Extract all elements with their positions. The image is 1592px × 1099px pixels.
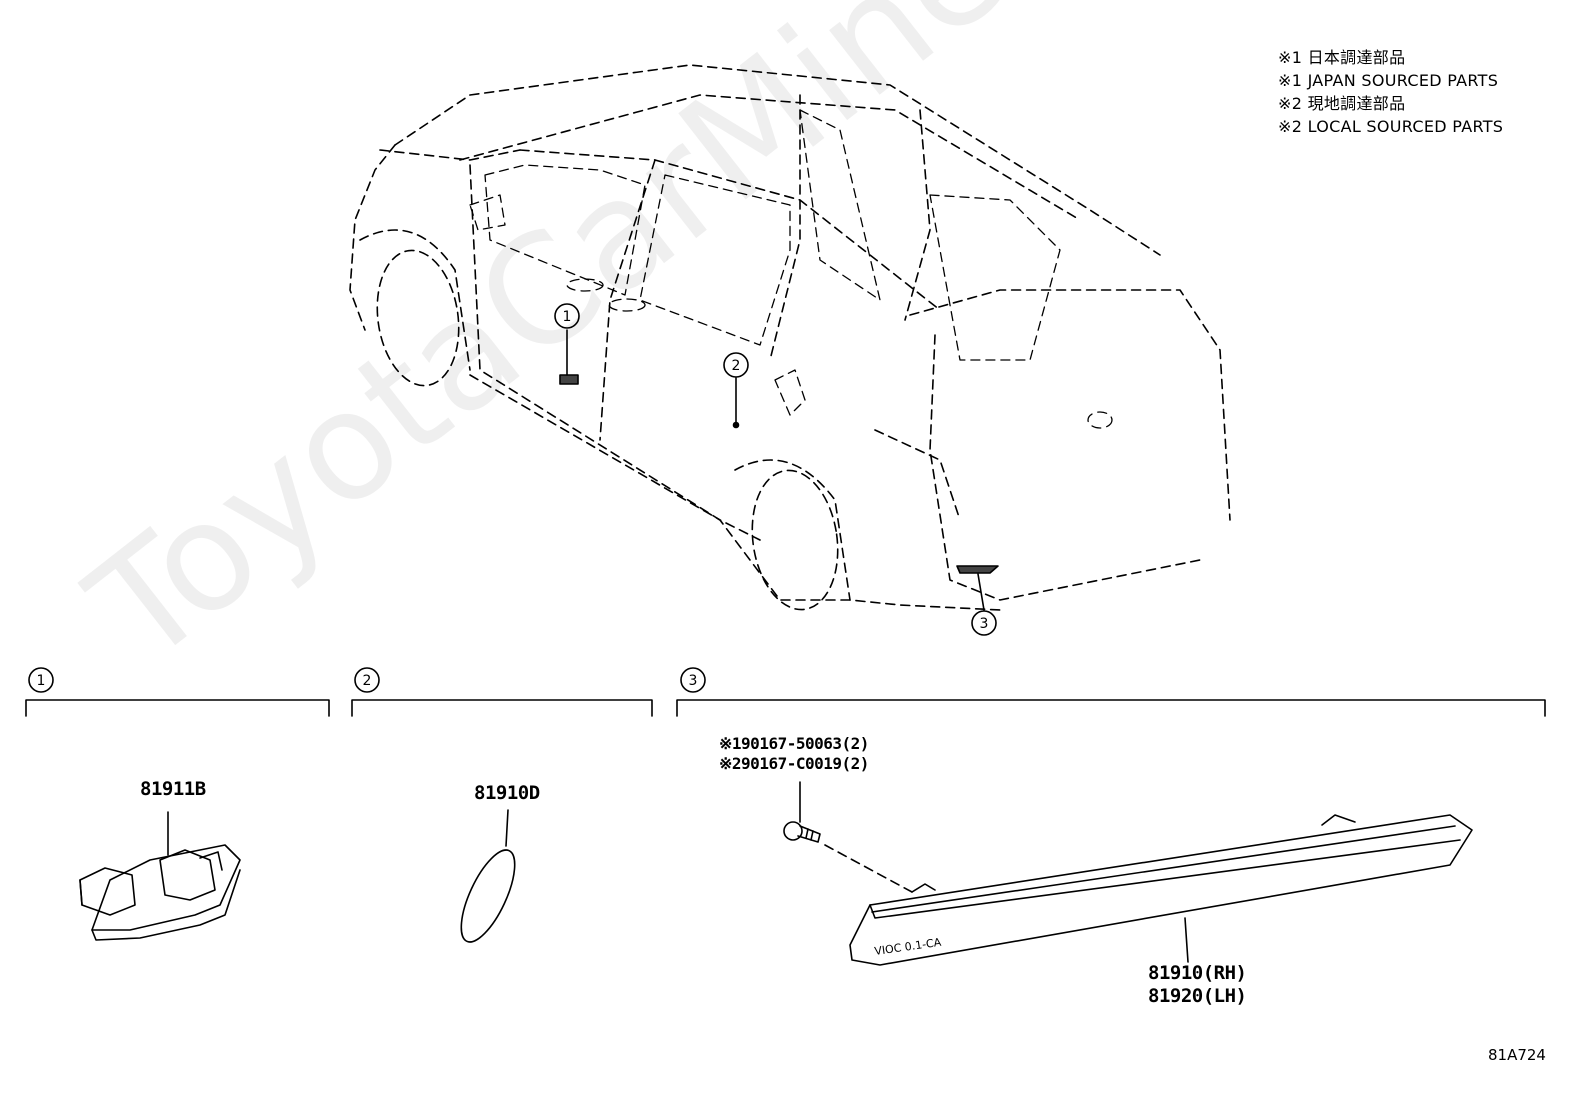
- callout-circle-1-car: [554, 303, 580, 329]
- part3-location-marker: [956, 565, 999, 574]
- note-japan-jp: ※1 日本調達部品: [1278, 48, 1406, 67]
- part-number-90167-50063[interactable]: 90167-50063(2): [741, 734, 869, 753]
- callout-number-2-car: 2: [732, 358, 741, 374]
- callout-number-3-section: 3: [689, 673, 698, 689]
- reflector-marking: VIOC 0.1-CA: [874, 936, 943, 958]
- part-number-81910d[interactable]: 81910D: [474, 782, 540, 804]
- note-japan-en: ※1 JAPAN SOURCED PARTS: [1278, 71, 1499, 90]
- part1-bracket-drawing: [79, 811, 241, 941]
- section-brackets: [25, 699, 1546, 717]
- part-number-90167-c0019[interactable]: 90167-C0019(2): [741, 754, 869, 773]
- part2-sensor-drawing: [460, 809, 516, 943]
- part-number-81911b[interactable]: 81911B: [140, 778, 206, 800]
- callout-circle-1-section: [28, 667, 54, 693]
- diagram-code: 81A724: [1488, 1046, 1546, 1064]
- callout-circle-3-car: [971, 610, 997, 636]
- callout-number-1-car: 1: [563, 309, 572, 325]
- callout-number-3-car: 3: [980, 616, 989, 632]
- rear-wheel: [734, 459, 851, 611]
- bolt-marker-2: ※2: [719, 754, 742, 773]
- note-local-jp: ※2 現地調達部品: [1278, 94, 1406, 113]
- bolt-drawing: [783, 781, 913, 893]
- vehicle-windows: [469, 109, 1113, 429]
- note-local-en: ※2 LOCAL SOURCED PARTS: [1278, 117, 1504, 136]
- part-number-81910-rh[interactable]: 81910(RH): [1148, 962, 1247, 984]
- bolt-note-marker-1: ※190167-50063(2): [719, 734, 869, 753]
- part3-reflector-drawing: [849, 814, 1473, 966]
- callout-circle-3-section: [680, 667, 706, 693]
- part1-location-marker: [559, 374, 579, 385]
- vehicle-outline: [349, 64, 1231, 611]
- callout-circle-2-car: [723, 352, 749, 378]
- front-wheel: [359, 229, 471, 387]
- bolt-note-marker-2: ※290167-C0019(2): [719, 754, 869, 773]
- part-number-81920-lh[interactable]: 81920(LH): [1148, 985, 1247, 1007]
- callout-number-1-section: 1: [37, 673, 46, 689]
- callout-circle-2-section: [354, 667, 380, 693]
- bolt-marker-1: ※1: [719, 734, 742, 753]
- callout-number-2-section: 2: [363, 673, 372, 689]
